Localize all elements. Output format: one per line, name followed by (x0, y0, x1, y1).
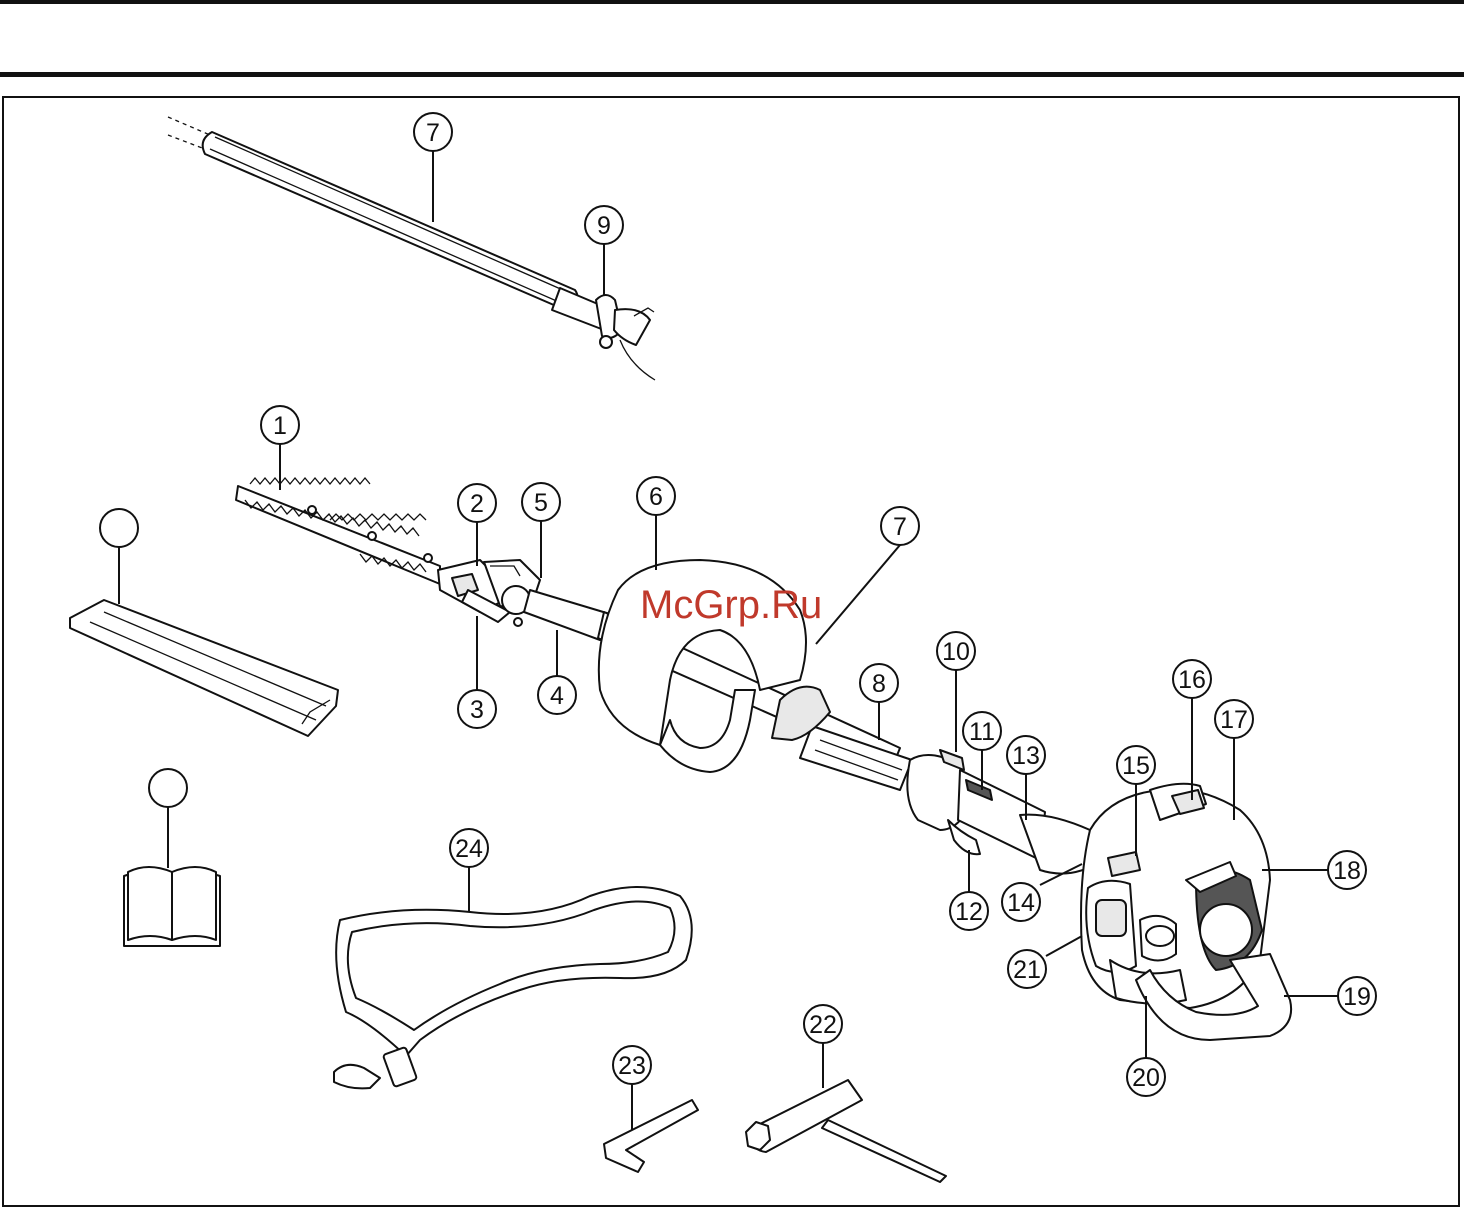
callout-4: 4 (538, 676, 576, 714)
svg-text:24: 24 (455, 835, 483, 863)
plug-wrench (746, 1080, 946, 1182)
blade-cover (70, 600, 338, 736)
svg-text:11: 11 (969, 718, 995, 746)
svg-text:7: 7 (426, 119, 440, 147)
callout-18: 18 (1328, 851, 1366, 889)
callout-blank-cover (100, 509, 138, 547)
callout-8: 8 (860, 664, 898, 702)
svg-text:20: 20 (1132, 1064, 1160, 1092)
callout-7-handle: 7 (881, 507, 919, 545)
callout-15: 15 (1117, 746, 1155, 784)
callout-17: 17 (1215, 700, 1253, 738)
callout-14: 14 (1002, 883, 1040, 921)
svg-text:17: 17 (1220, 706, 1248, 734)
svg-text:18: 18 (1333, 857, 1361, 885)
svg-text:12: 12 (955, 898, 983, 926)
callout-3: 3 (458, 690, 496, 728)
svg-text:6: 6 (649, 483, 663, 511)
callout-9: 9 (585, 206, 623, 244)
callout-13: 13 (1007, 736, 1045, 774)
callout-16: 16 (1173, 660, 1211, 698)
svg-text:16: 16 (1178, 666, 1206, 694)
throttle-handle (907, 750, 1100, 874)
watermark-text: McGrp.Ru (640, 583, 822, 627)
callout-6: 6 (637, 477, 675, 515)
callout-5: 5 (522, 483, 560, 521)
svg-text:22: 22 (809, 1011, 837, 1039)
svg-text:7: 7 (893, 513, 907, 541)
callout-2: 2 (458, 484, 496, 522)
extension-shaft (168, 117, 655, 380)
hedge-blade (236, 478, 440, 584)
svg-text:13: 13 (1012, 742, 1040, 770)
svg-text:14: 14 (1007, 889, 1035, 917)
svg-text:15: 15 (1122, 752, 1150, 780)
callout-blank-manual (149, 769, 187, 807)
svg-text:9: 9 (597, 212, 611, 240)
callout-21: 21 (1008, 950, 1046, 988)
callout-23: 23 (613, 1046, 651, 1084)
manual-book-icon (124, 867, 220, 946)
callout-19: 19 (1338, 977, 1376, 1015)
svg-text:1: 1 (273, 412, 287, 440)
callout-10: 10 (937, 632, 975, 670)
svg-text:23: 23 (618, 1052, 646, 1080)
svg-text:5: 5 (534, 489, 548, 517)
svg-text:21: 21 (1013, 956, 1041, 984)
callout-12: 12 (950, 892, 988, 930)
callout-7-top: 7 (414, 113, 452, 151)
gearbox (438, 560, 540, 626)
svg-text:3: 3 (470, 696, 484, 724)
svg-text:4: 4 (550, 682, 564, 710)
engine (1081, 784, 1291, 1040)
svg-text:8: 8 (872, 670, 886, 698)
callout-20: 20 (1127, 1058, 1165, 1096)
svg-text:19: 19 (1343, 983, 1371, 1011)
svg-text:2: 2 (470, 490, 484, 518)
callout-22: 22 (804, 1005, 842, 1043)
callout-11: 11 (963, 712, 1001, 750)
svg-text:10: 10 (942, 638, 970, 666)
hex-key (604, 1100, 698, 1172)
callout-1: 1 (261, 406, 299, 444)
callout-24: 24 (450, 829, 488, 867)
